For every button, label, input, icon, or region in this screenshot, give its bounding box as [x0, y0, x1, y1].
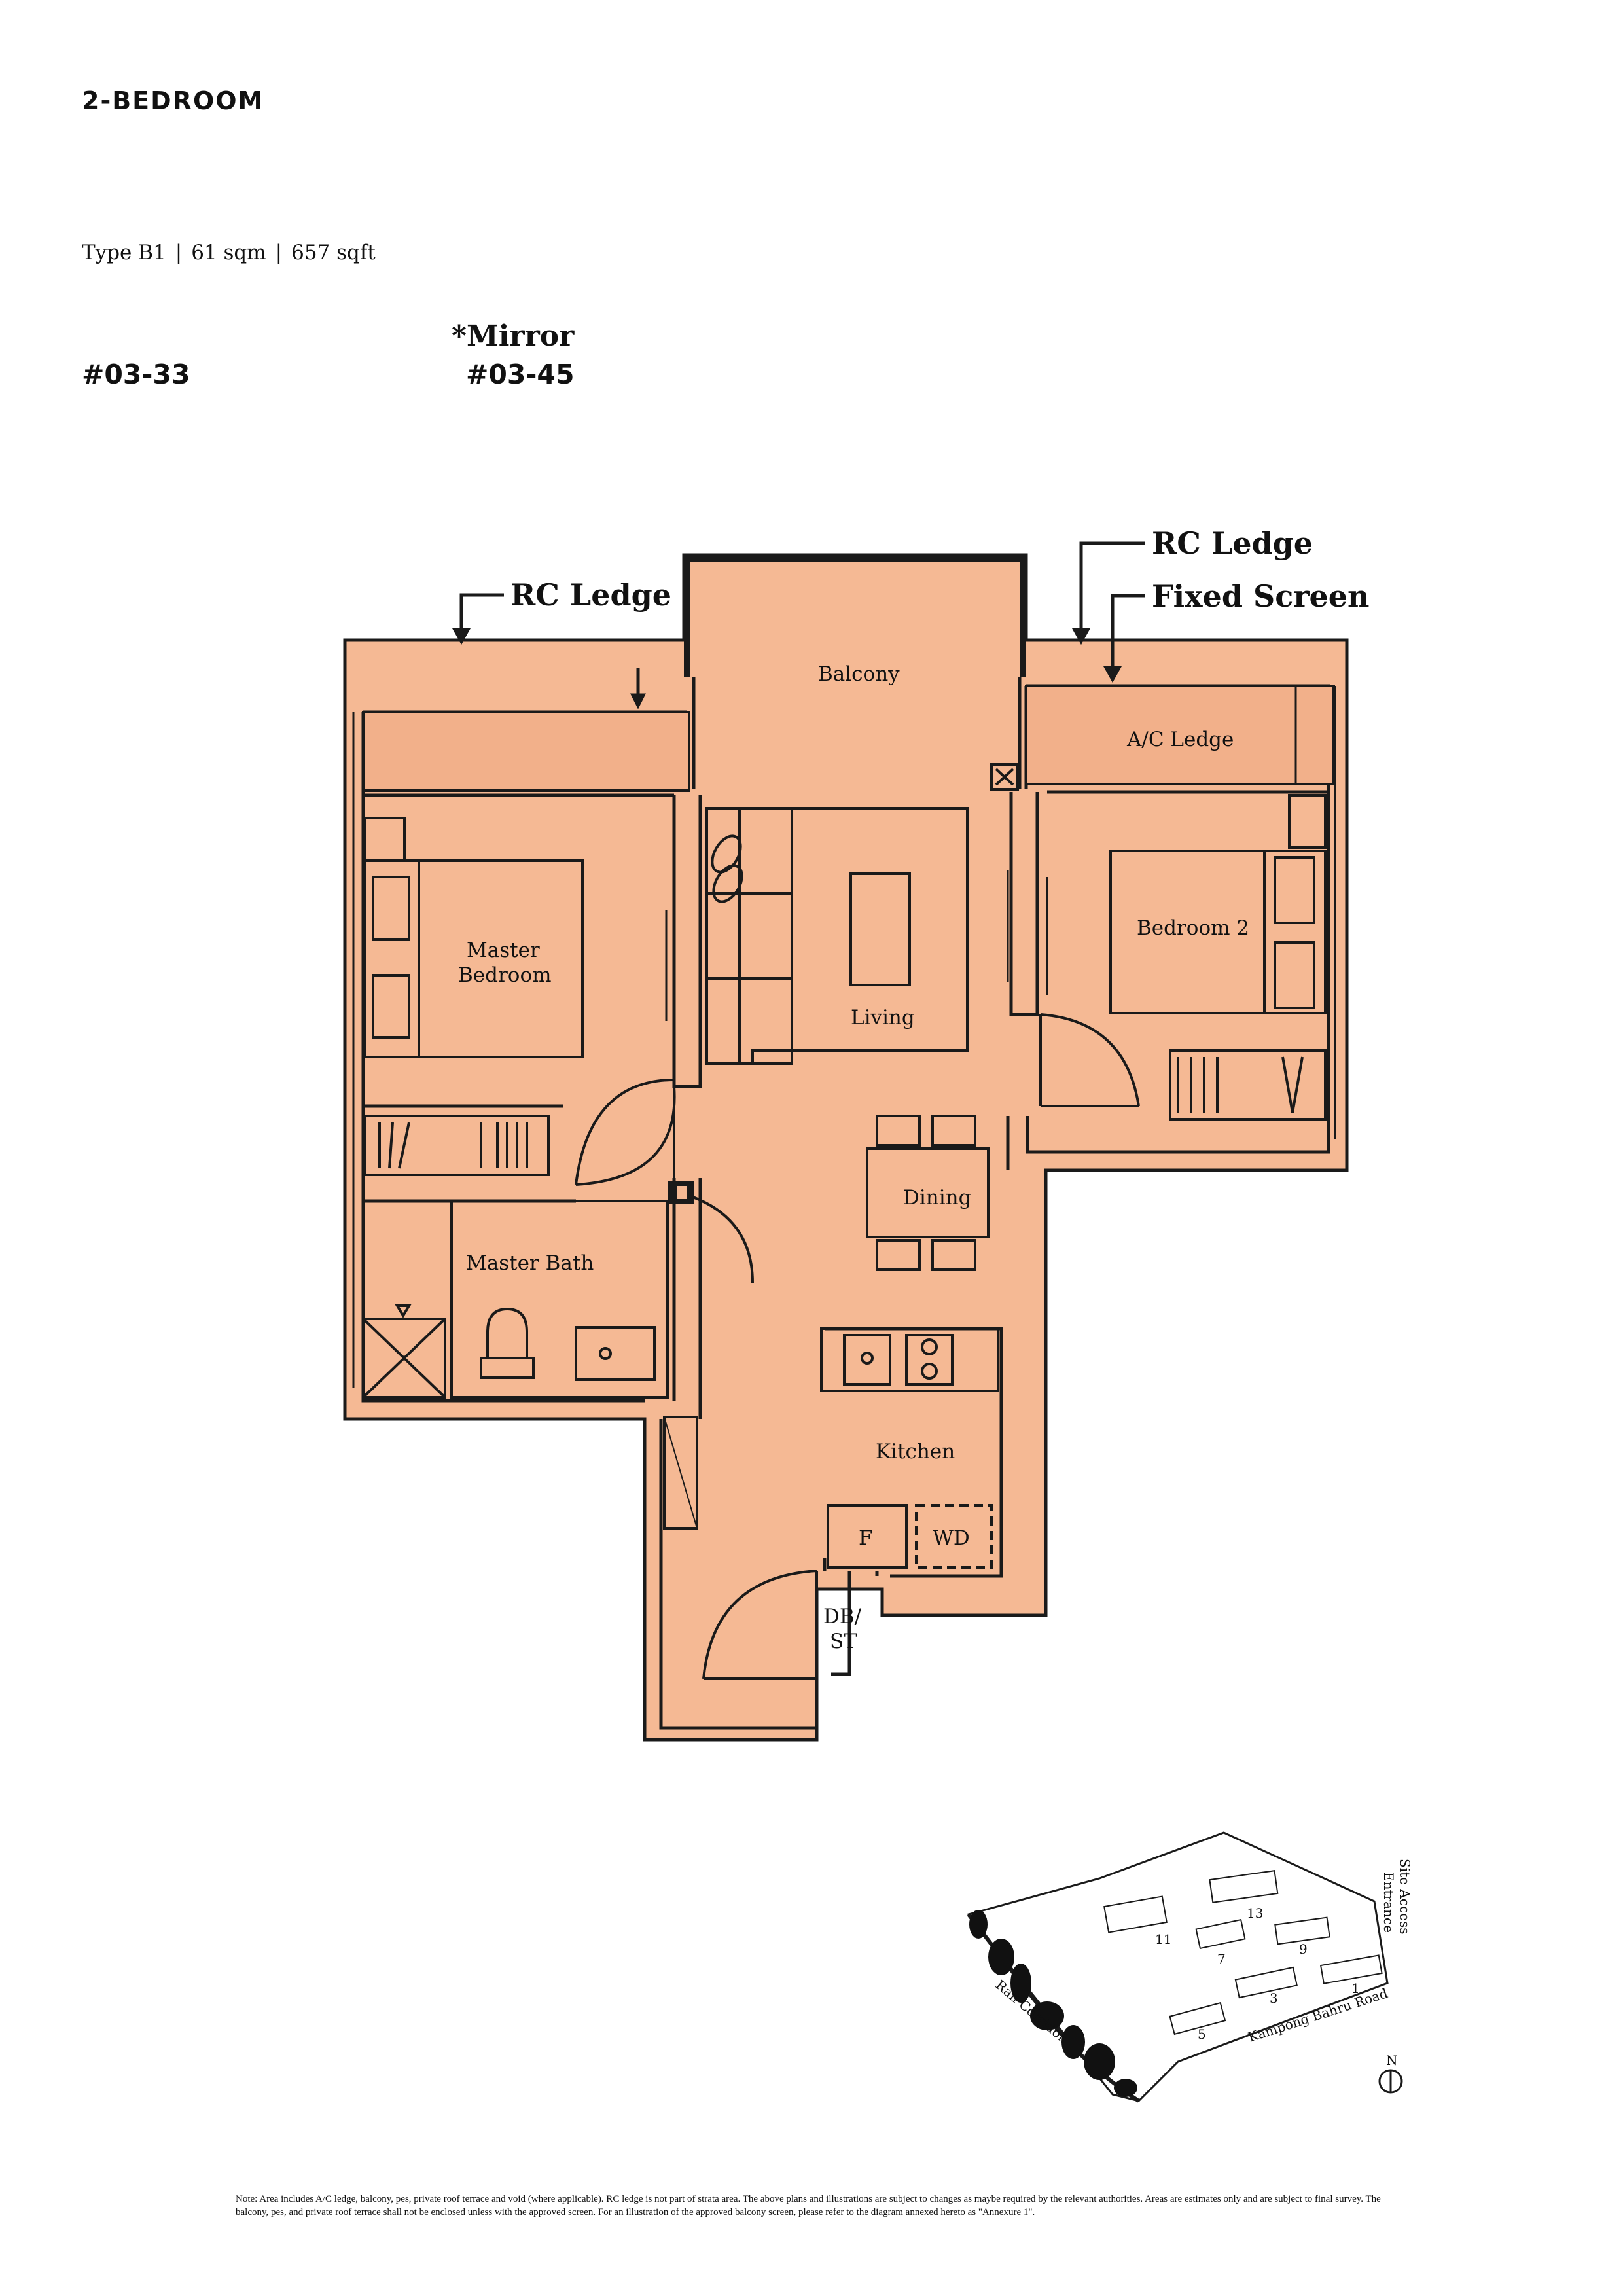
block-3: 3 [1270, 1990, 1278, 2006]
bath-fixtures [362, 1200, 698, 1530]
fixed-screen-label: Fixed Screen [1152, 579, 1369, 614]
master-bed-icon [364, 817, 584, 1058]
separator: | [275, 241, 283, 264]
living-label: Living [851, 1006, 915, 1030]
door-swings [575, 1013, 1140, 1680]
block-5: 5 [1198, 2026, 1206, 2042]
washer-dryer-label: WD [933, 1526, 970, 1550]
bedroom2-bed-icon [1109, 794, 1327, 1014]
fridge-icon [827, 1504, 908, 1569]
unit-number: #03-33 [82, 359, 190, 390]
site-key-plan: 11 13 9 7 1 3 5 Rail Corridor Kampong Ba… [967, 1831, 1413, 2103]
rc-ledge-right-label: RC Ledge [1152, 526, 1313, 561]
unit-spec: Type B1 | 61 sqm | 657 sqft [82, 241, 376, 264]
mirror-label: *Mirror [452, 319, 575, 353]
dining-table-icon [866, 1115, 990, 1271]
unit-type: Type B1 [82, 241, 166, 264]
footnote: Note: Area includes A/C ledge, balcony, … [236, 2194, 1381, 2218]
separator: | [175, 241, 183, 264]
ac-ledge-label: A/C Ledge [1126, 728, 1234, 751]
washer-dryer-icon [915, 1504, 993, 1569]
kitchen-counter [820, 1327, 999, 1392]
block-9: 9 [1299, 1941, 1308, 1957]
master-bedroom-label-2: Bedroom [458, 963, 552, 987]
master-wardrobe [364, 1115, 550, 1176]
north-arrow-icon: N [1378, 2053, 1403, 2094]
fridge-label: F [859, 1526, 873, 1550]
mirror-unit-number: #03-45 [466, 359, 575, 390]
callout-arrows [452, 541, 1145, 709]
rc-ledge-strip [362, 711, 690, 792]
ac-ledge [1025, 685, 1335, 785]
master-bath-label: Master Bath [466, 1251, 594, 1275]
sofa-icon [705, 807, 969, 1065]
dining-label: Dining [903, 1186, 971, 1210]
bedroom2-wardrobe [1169, 1049, 1327, 1121]
balcony-label: Balcony [818, 662, 900, 686]
dbst-label-2: ST [830, 1630, 857, 1653]
unit-sqft: 657 sqft [291, 241, 376, 264]
block-1: 1 [1351, 1981, 1360, 1996]
road-label: Kampong Bahru Road [1246, 1985, 1390, 2045]
block-13: 13 [1247, 1905, 1263, 1921]
void-box [990, 763, 1019, 791]
block-11: 11 [1155, 1931, 1171, 1947]
block-7: 7 [1217, 1951, 1226, 1967]
page-heading: 2-BEDROOM [82, 86, 264, 115]
bedroom2-label: Bedroom 2 [1137, 916, 1249, 940]
master-bedroom-label: Master [467, 939, 540, 962]
window-marks [352, 686, 1336, 1388]
door-stops [668, 1181, 694, 1204]
site-access-label: Site Access [1397, 1859, 1413, 1935]
north-label: N [1386, 2053, 1398, 2068]
balcony-frame [684, 555, 1026, 677]
entrance-label: Entrance [1381, 1872, 1397, 1933]
site-blocks [1103, 1870, 1383, 2036]
rc-ledge-left-label: RC Ledge [510, 577, 671, 613]
kitchen-label: Kitchen [876, 1440, 955, 1463]
unit-sqm: 61 sqm [191, 241, 266, 264]
dbst-label: DB/ [823, 1605, 862, 1628]
